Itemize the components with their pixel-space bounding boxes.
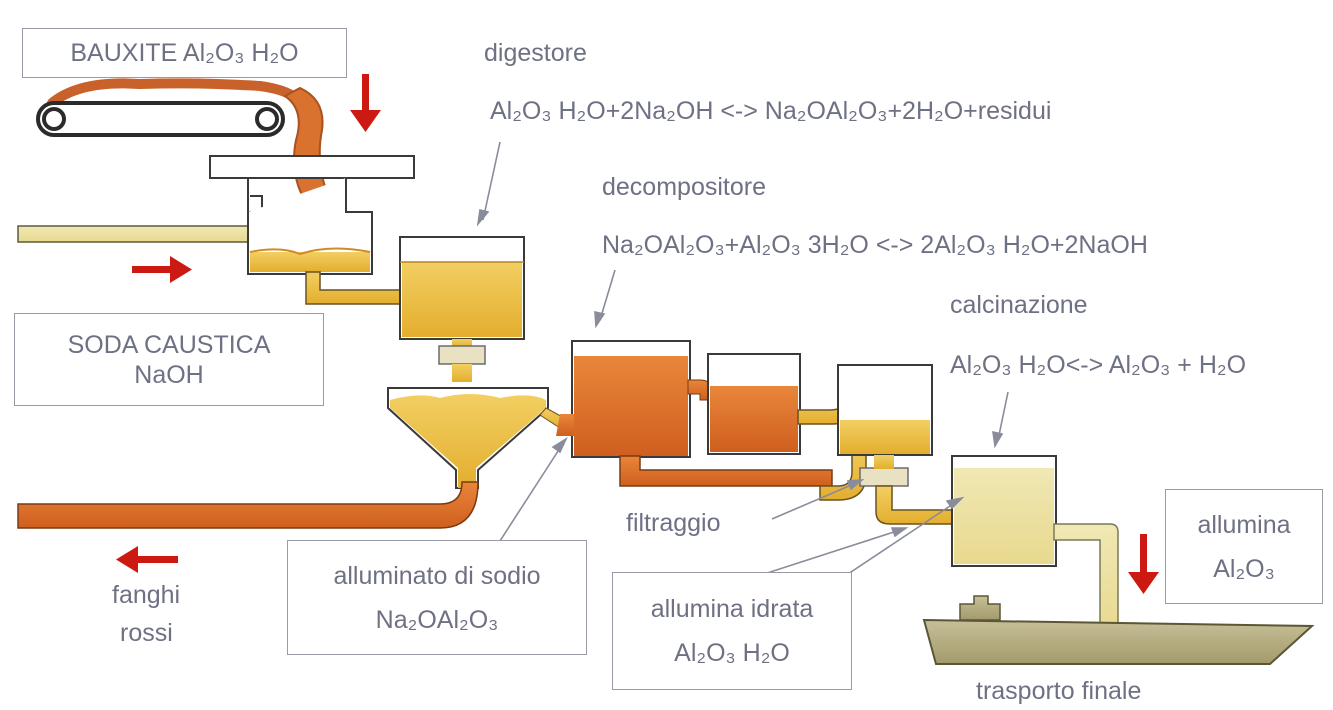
conveyor-belt bbox=[36, 78, 305, 137]
fanghi-label: fanghi bbox=[112, 581, 181, 609]
trasporto-finale-label: trasporto finale bbox=[976, 677, 1142, 705]
arrow-allumina-down bbox=[1128, 534, 1159, 594]
arrow-soda-right bbox=[132, 256, 192, 283]
bauxite-box: BAUXITE Al₂O₃ H₂O bbox=[22, 28, 347, 78]
leader-decompositore bbox=[594, 269, 616, 329]
allumina-label: allumina bbox=[1197, 510, 1291, 539]
alluminato-label: alluminato di sodio bbox=[333, 561, 541, 590]
caustic-soda-pipe bbox=[17, 225, 287, 253]
alluminato-formula: Na₂OAl₂O₃ bbox=[375, 605, 499, 634]
filtraggio-label: filtraggio bbox=[626, 509, 721, 537]
decompositore-label: decompositore bbox=[602, 173, 766, 201]
soda-caustica-label: SODA CAUSTICA bbox=[67, 330, 271, 359]
decomposer-tank-1 bbox=[556, 340, 691, 458]
pipe-to-ship bbox=[1053, 523, 1119, 637]
filter-tank bbox=[837, 364, 933, 487]
allumina-idrata-box: allumina idrata Al₂O₃ H₂O bbox=[612, 572, 852, 690]
digestore-label: digestore bbox=[484, 39, 587, 67]
soda-formula-label: NaOH bbox=[134, 360, 204, 389]
digestore-equation: Al₂O₃ H₂O+2Na₂OH <-> Na₂OAl₂O₃+2H₂O+resi… bbox=[490, 97, 1052, 125]
leader-digestore bbox=[476, 141, 501, 227]
allumina-idrata-label: allumina idrata bbox=[650, 595, 814, 623]
leader-idrata-2 bbox=[841, 496, 965, 579]
pipe-decomposer-bottom bbox=[619, 455, 833, 487]
alluminato-box: alluminato di sodio Na₂OAl₂O₃ bbox=[287, 540, 587, 655]
leader-calcinazione bbox=[992, 391, 1009, 449]
allumina-idrata-formula: Al₂O₃ H₂O bbox=[674, 639, 790, 667]
digester-valve bbox=[438, 339, 486, 382]
mixer-hopper bbox=[209, 155, 415, 275]
calcinazione-label: calcinazione bbox=[950, 291, 1088, 319]
leader-filtraggio bbox=[771, 479, 865, 520]
red-mud-pipe bbox=[17, 481, 479, 529]
calciner-tank bbox=[951, 455, 1057, 567]
pipe-to-digester bbox=[305, 271, 403, 305]
decompositore-equation: Na₂OAl₂O₃+Al₂O₃ 3H₂O <-> 2Al₂O₃ H₂O+2NaO… bbox=[602, 231, 1148, 259]
leader-alluminato bbox=[497, 436, 568, 545]
settling-cone bbox=[387, 387, 569, 489]
soda-caustica-box: SODA CAUSTICA NaOH bbox=[14, 313, 324, 406]
calcinazione-equation: Al₂O₃ H₂O<-> Al₂O₃ + H₂O bbox=[950, 351, 1247, 379]
arrow-fanghi-left bbox=[116, 546, 178, 573]
bauxite-label: BAUXITE Al₂O₃ H₂O bbox=[70, 39, 299, 67]
rossi-label: rossi bbox=[120, 619, 173, 647]
pipe-to-calciner bbox=[875, 485, 955, 525]
decomposer-tank-2 bbox=[707, 353, 801, 455]
allumina-box: allumina Al₂O₃ bbox=[1165, 489, 1323, 604]
allumina-formula: Al₂O₃ bbox=[1213, 554, 1275, 583]
ship bbox=[922, 595, 1315, 665]
digester-tank bbox=[399, 236, 525, 340]
arrow-bauxite-down bbox=[350, 74, 381, 132]
leader-lines bbox=[476, 141, 1009, 579]
leader-idrata-1 bbox=[757, 527, 909, 577]
